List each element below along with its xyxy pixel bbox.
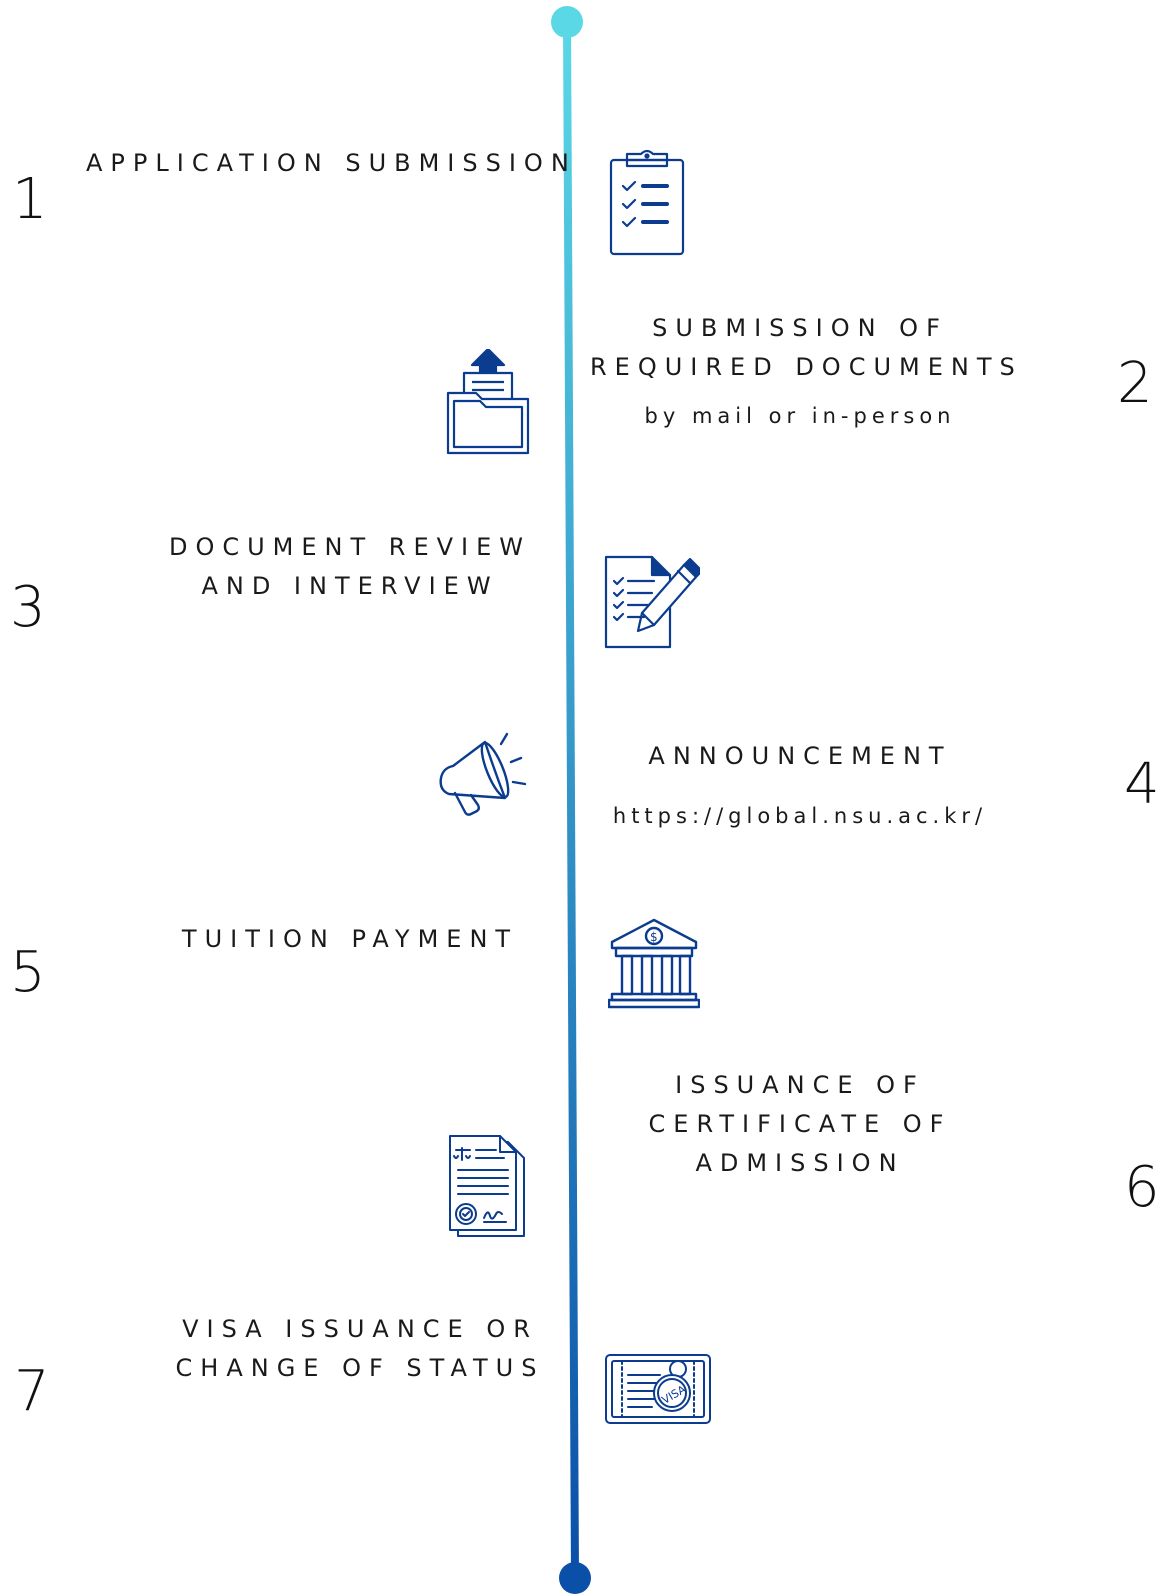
step-subtitle-4: https://global.nsu.ac.kr/ [612, 804, 988, 828]
megaphone-icon [435, 732, 531, 828]
step-title-3-line-2: AND INTERVIEW [201, 572, 499, 600]
step-title-2: SUBMISSION OF REQUIRED DOCUMENTS [590, 309, 1023, 387]
step-title-3-line-1: DOCUMENT REVIEW [168, 533, 532, 561]
step-title-5: TUITION PAYMENT [150, 920, 550, 959]
step-subtitle-2: by mail or in-person [644, 404, 956, 428]
step-title-4-line-1: ANNOUNCEMENT [648, 742, 952, 770]
certificate-icon [448, 1134, 534, 1238]
bank-icon: $ [608, 918, 700, 1010]
step-title-2-line-2: REQUIRED DOCUMENTS [590, 353, 1023, 381]
folder-upload-icon [446, 349, 530, 455]
document-pen-icon [604, 555, 700, 649]
step-number-7: 7 [14, 1359, 50, 1424]
step-title-6-line-1: ISSUANCE OF [675, 1071, 925, 1099]
step-title-6-line-2: CERTIFICATE OF [648, 1110, 952, 1138]
step-title-1-line-1: APPLICATION SUBMISSION [86, 149, 577, 177]
step-title-7-line-2: CHANGE OF STATUS [175, 1354, 545, 1382]
step-title-3: DOCUMENT REVIEW AND INTERVIEW [150, 528, 550, 606]
step-number-6: 6 [1124, 1155, 1160, 1220]
step-number-4: 4 [1124, 752, 1160, 817]
step-title-2-line-1: SUBMISSION OF [652, 314, 948, 342]
timeline-end-dot [559, 1562, 591, 1594]
step-number-2: 2 [1117, 351, 1153, 416]
step-title-6-line-3: ADMISSION [695, 1149, 905, 1177]
timeline-spine [563, 18, 579, 1582]
clipboard-checklist-icon [605, 148, 689, 258]
step-title-1: APPLICATION SUBMISSION [86, 144, 577, 183]
step-title-5-line-1: TUITION PAYMENT [181, 925, 519, 953]
svg-text:$: $ [650, 930, 658, 944]
step-title-7: VISA ISSUANCE OR CHANGE OF STATUS [150, 1310, 570, 1388]
step-title-4: ANNOUNCEMENT [600, 737, 1000, 776]
timeline-start-dot [551, 6, 583, 38]
step-title-7-line-1: VISA ISSUANCE OR [182, 1315, 538, 1343]
visa-passport-icon: VISA [604, 1353, 712, 1425]
step-number-5: 5 [10, 940, 46, 1005]
step-number-3: 3 [10, 575, 46, 640]
step-title-6: ISSUANCE OF CERTIFICATE OF ADMISSION [600, 1066, 1000, 1183]
step-number-1: 1 [12, 167, 48, 232]
